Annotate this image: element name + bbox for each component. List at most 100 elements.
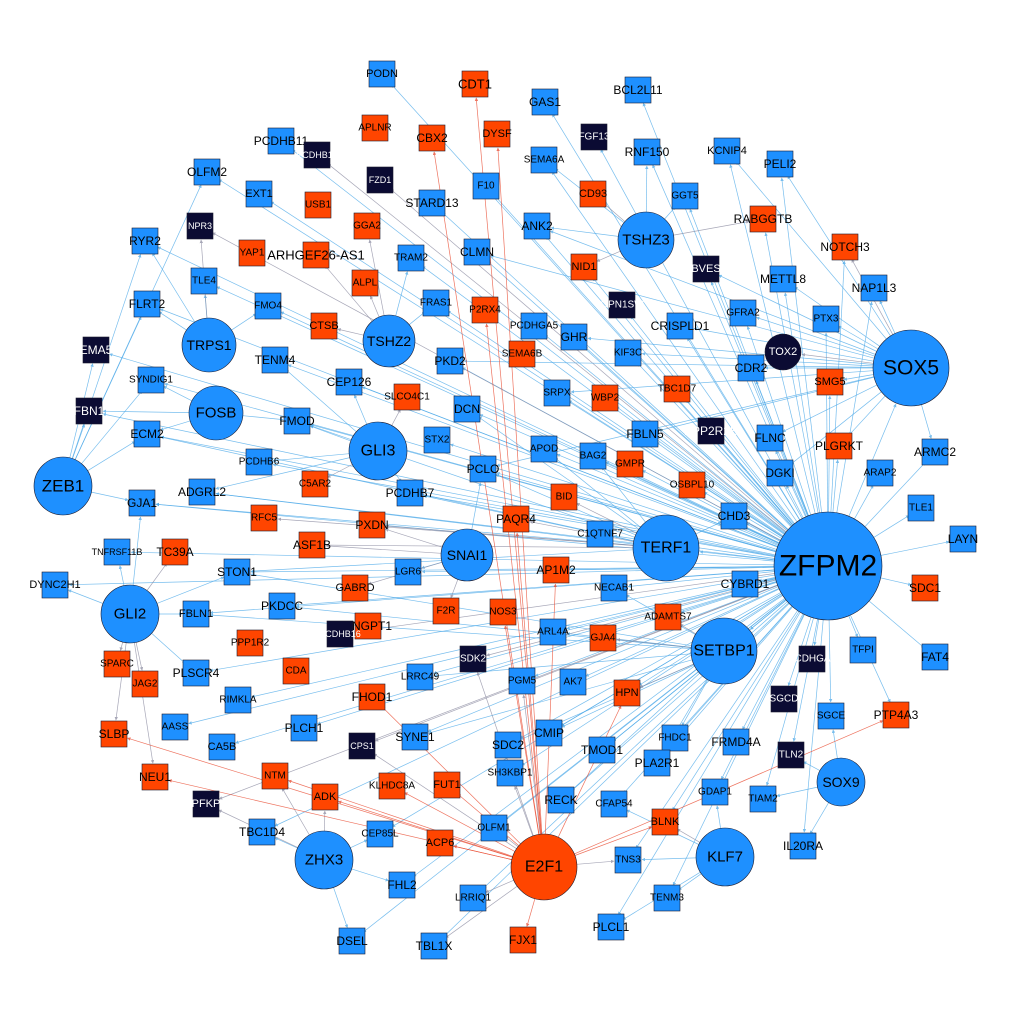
hub-terf1[interactable]: TERF1 — [632, 514, 700, 582]
node-box-p2rx4[interactable] — [471, 296, 499, 324]
node-box-crispld1[interactable] — [666, 312, 694, 340]
node-box-cda[interactable] — [282, 657, 310, 685]
node-fbln5[interactable]: FBLN5 — [626, 420, 664, 448]
node-cfap54[interactable]: CFAP54 — [595, 790, 633, 818]
node-box-gas1[interactable] — [531, 88, 559, 116]
node-cd93[interactable]: CD93 — [579, 180, 607, 208]
node-cps1[interactable]: CPS1 — [348, 732, 376, 760]
node-dync2h1[interactable]: DYNC2H1 — [29, 571, 81, 599]
node-nos3[interactable]: NOS3 — [489, 598, 517, 626]
node-box-osbpl10[interactable] — [678, 471, 706, 499]
hub-tshz3[interactable]: TSHZ3 — [617, 211, 675, 269]
node-box-acp6[interactable] — [426, 829, 454, 857]
node-asf1b[interactable]: ASF1B — [293, 531, 331, 559]
hub-zfpm2[interactable]: ZFPM2 — [773, 511, 883, 621]
node-box-dync2h1[interactable] — [41, 571, 69, 599]
hub-circle-fosb[interactable] — [188, 385, 244, 441]
node-box-lgr6[interactable] — [394, 558, 422, 586]
node-box-fhod1[interactable] — [358, 683, 386, 711]
node-fbln1[interactable]: FBLN1 — [179, 600, 213, 628]
node-box-pcdhga5[interactable] — [520, 312, 548, 340]
node-box-cybrd1[interactable] — [731, 570, 759, 598]
node-pkdcc[interactable]: PKDCC — [261, 592, 303, 620]
node-plgrkt[interactable]: PLGRKT — [815, 432, 864, 460]
node-box-cmip[interactable] — [535, 719, 563, 747]
node-slbp[interactable]: SLBP — [99, 720, 130, 748]
node-fat4[interactable]: FAT4 — [921, 643, 949, 671]
node-ston1[interactable]: STON1 — [217, 558, 257, 586]
hub-circle-trps1[interactable] — [181, 317, 237, 373]
node-box-cd93[interactable] — [579, 180, 607, 208]
hub-circle-zfpm2[interactable] — [773, 511, 883, 621]
node-ecm2[interactable]: ECM2 — [130, 420, 164, 448]
node-ntm[interactable]: NTM — [261, 762, 289, 790]
node-box-bves[interactable] — [692, 255, 720, 283]
node-gja4[interactable]: GJA4 — [589, 624, 617, 652]
node-pcdhga6[interactable]: PCDHGA6 — [788, 645, 837, 673]
node-box-tbc1d7[interactable] — [663, 375, 691, 403]
node-gdap1[interactable]: GDAP1 — [698, 778, 732, 806]
node-fjx1[interactable]: FJX1 — [509, 926, 537, 954]
node-bid[interactable]: BID — [550, 483, 578, 511]
node-box-tle1[interactable] — [907, 494, 935, 522]
node-box-c1qtnf7[interactable] — [586, 520, 614, 548]
node-yap1[interactable]: YAP1 — [238, 239, 266, 267]
node-box-nap1l3[interactable] — [860, 274, 888, 302]
node-box-layn[interactable] — [949, 525, 977, 553]
node-box-tle4[interactable] — [190, 267, 218, 295]
node-box-cbx2[interactable] — [418, 124, 446, 152]
node-tln2[interactable]: TLN2 — [777, 741, 805, 769]
node-box-tbc1d4[interactable] — [248, 818, 276, 846]
node-box-syne1[interactable] — [401, 723, 429, 751]
node-tbc1d4[interactable]: TBC1D4 — [239, 818, 285, 846]
node-opn1sw[interactable]: OPN1SW — [600, 291, 644, 319]
node-dsel[interactable]: DSEL — [336, 927, 368, 955]
node-nap1l3[interactable]: NAP1L3 — [852, 274, 897, 302]
node-pgm5[interactable]: PGM5 — [508, 667, 537, 695]
node-sparc[interactable]: SPARC — [100, 650, 134, 678]
node-fmod[interactable]: FMOD — [279, 407, 315, 435]
node-box-fbln5[interactable] — [631, 420, 659, 448]
node-cmip[interactable]: CMIP — [534, 719, 564, 747]
node-notch3[interactable]: NOTCH3 — [820, 233, 870, 261]
node-tiam2[interactable]: TIAM2 — [748, 785, 778, 813]
node-fgf13[interactable]: FGF13 — [578, 123, 610, 151]
node-usb1[interactable]: USB1 — [304, 191, 332, 219]
node-tbc1d7[interactable]: TBC1D7 — [658, 375, 697, 403]
node-il20ra[interactable]: IL20RA — [783, 832, 823, 860]
node-box-pcdhb7[interactable] — [396, 479, 424, 507]
node-rfc5[interactable]: RFC5 — [250, 504, 278, 532]
node-box-gmpr[interactable] — [616, 450, 644, 478]
node-nid1[interactable]: NID1 — [570, 253, 598, 281]
node-box-tln2[interactable] — [777, 741, 805, 769]
node-fbn1[interactable]: FBN1 — [74, 397, 105, 425]
node-cybrd1[interactable]: CYBRD1 — [721, 570, 770, 598]
node-tle4[interactable]: TLE4 — [190, 267, 218, 295]
node-tbl1x[interactable]: TBL1X — [416, 932, 453, 960]
node-pfkp[interactable]: PFKP — [192, 790, 221, 818]
hub-klf7[interactable]: KLF7 — [695, 827, 755, 887]
node-alpl[interactable]: ALPL — [351, 269, 379, 297]
node-box-ggt5[interactable] — [671, 182, 699, 210]
node-box-il20ra[interactable] — [789, 832, 817, 860]
node-box-ppp2r2b[interactable] — [697, 417, 725, 445]
node-box-sema6b[interactable] — [508, 340, 536, 368]
node-sema6a[interactable]: SEMA6A — [524, 146, 565, 174]
node-ptx3[interactable]: PTX3 — [812, 305, 840, 333]
node-f2r[interactable]: F2R — [432, 597, 460, 625]
hub-circle-sox9[interactable] — [816, 757, 866, 807]
node-arap2[interactable]: ARAP2 — [864, 459, 897, 487]
node-box-pfkp[interactable] — [192, 790, 220, 818]
hub-circle-gli3[interactable] — [348, 421, 408, 481]
node-syne1[interactable]: SYNE1 — [395, 723, 435, 751]
node-fhod1[interactable]: FHOD1 — [352, 683, 393, 711]
node-adgrl2[interactable]: ADGRL2 — [178, 478, 226, 506]
node-box-kcnip4[interactable] — [713, 137, 741, 165]
node-box-rabggtb[interactable] — [749, 205, 777, 233]
node-pla2r1[interactable]: PLA2R1 — [635, 749, 680, 777]
hub-circle-setbp1[interactable] — [690, 617, 758, 685]
node-aplnr[interactable]: APLNR — [358, 114, 392, 142]
node-rimkla[interactable]: RIMKLA — [219, 686, 257, 714]
node-box-tns3[interactable] — [614, 846, 642, 874]
node-stard13[interactable]: STARD13 — [405, 189, 459, 217]
